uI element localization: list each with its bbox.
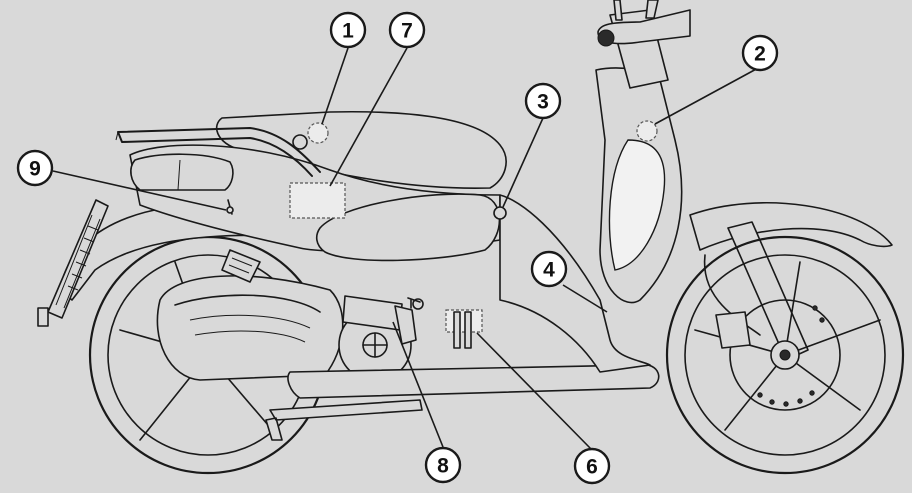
callout-3: 3 <box>524 82 562 120</box>
callout-label-3: 3 <box>537 91 549 114</box>
location-marker-6 <box>445 309 483 333</box>
front-wheel <box>665 235 905 475</box>
battery <box>342 295 424 345</box>
brake-caliper <box>715 311 751 349</box>
engine-swingarm <box>156 249 412 382</box>
callout-label-4: 4 <box>543 259 555 282</box>
callout-label-8: 8 <box>437 455 449 478</box>
location-marker-1 <box>307 122 329 144</box>
callout-8: 8 <box>424 446 462 484</box>
callout-2: 2 <box>741 34 779 72</box>
location-marker-7 <box>289 182 346 219</box>
floorboard-frame <box>287 364 660 399</box>
front-cover-panel <box>608 139 666 271</box>
callout-label-7: 7 <box>401 20 413 43</box>
callout-4: 4 <box>530 250 568 288</box>
center-stand <box>265 399 423 441</box>
callout-label-6: 6 <box>586 456 598 479</box>
callout-7: 7 <box>388 11 426 49</box>
callout-label-9: 9 <box>29 158 41 181</box>
callout-6: 6 <box>573 447 611 485</box>
license-plate-bracket <box>37 199 109 327</box>
luggage-rack <box>117 127 321 177</box>
fuel-cap <box>292 134 308 150</box>
seat-lock <box>493 206 507 220</box>
callout-label-1: 1 <box>342 20 354 43</box>
callout-label-2: 2 <box>754 43 766 66</box>
leader-lines <box>52 47 761 451</box>
leg-shield <box>499 194 651 373</box>
fuse-holders <box>453 311 472 349</box>
side-panel <box>315 193 501 262</box>
callout-9: 9 <box>16 149 54 187</box>
taillight <box>130 153 234 191</box>
front-fender <box>689 202 893 251</box>
mirror-stem <box>613 0 659 21</box>
front-fork <box>727 221 809 361</box>
callout-1: 1 <box>329 11 367 49</box>
location-marker-2 <box>636 120 658 142</box>
